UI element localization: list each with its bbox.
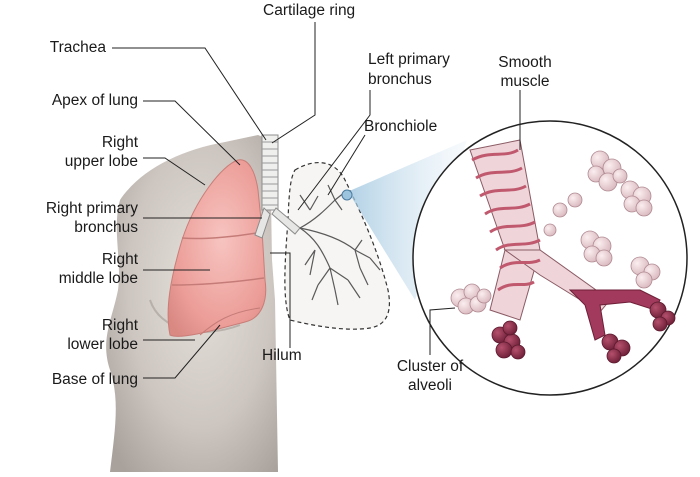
bronchial-tree [299,184,381,306]
magnified-view [412,120,688,396]
trachea-drawing [254,134,301,239]
label-base-of-lung: Base of lung [51,371,138,388]
label-right-upper-lobe-2: upper lobe [64,153,138,170]
label-right-upper-lobe-1: Right [101,134,138,151]
label-hilum: Hilum [262,347,302,364]
leader-lines [112,22,521,379]
label-right-lower-lobe-2: lower lobe [67,336,138,353]
label-smooth-muscle-2: muscle [500,73,550,90]
label-right-lower-lobe-1: Right [101,317,138,334]
label-bronchiole: Bronchiole [364,118,438,135]
label-apex-of-lung: Apex of lung [51,92,138,109]
label-right-primary-bronchus-1: Right primary [45,200,138,217]
label-smooth-muscle-1: Smooth [498,54,552,71]
right-lung [167,159,267,337]
label-trachea: Trachea [49,39,106,56]
label-left-primary-bronchus-1: Left primary [368,51,450,68]
label-right-middle-lobe-1: Right [101,251,138,268]
label-right-middle-lobe-2: middle lobe [58,270,138,287]
label-cluster-of-alveoli-1: Cluster of [396,358,464,375]
label-left-primary-bronchus-2: bronchus [368,71,432,88]
zoom-source-circle [341,189,353,201]
label-right-primary-bronchus-2: bronchus [74,219,138,236]
label-cluster-of-alveoli-2: alveoli [408,377,452,394]
label-cartilage-ring: Cartilage ring [263,2,356,19]
